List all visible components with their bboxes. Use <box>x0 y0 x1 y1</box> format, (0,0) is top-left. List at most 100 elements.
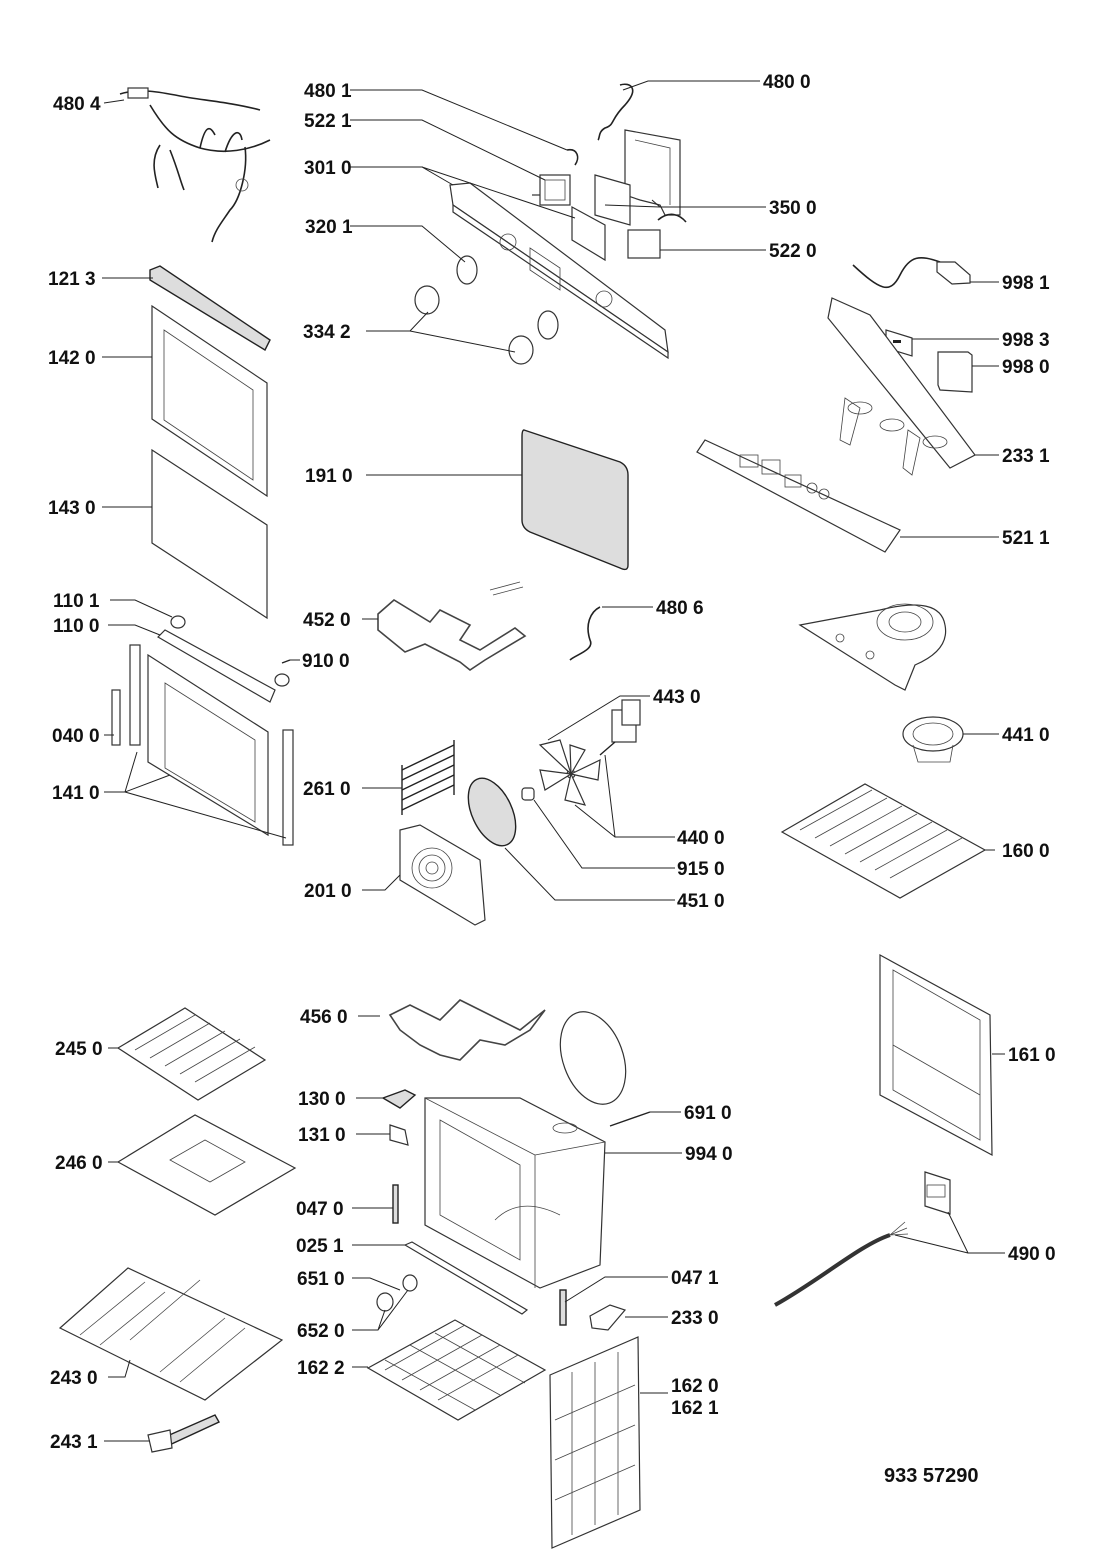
callout-440-0[interactable]: 440 0 <box>677 828 725 849</box>
callout-162-0[interactable]: 162 0 <box>671 1376 719 1397</box>
callout-691-0[interactable]: 691 0 <box>684 1103 732 1124</box>
shelf-grid <box>366 1319 547 1421</box>
callout-245-0[interactable]: 245 0 <box>55 1039 103 1060</box>
front-strip <box>403 1241 529 1315</box>
callout-130-0[interactable]: 130 0 <box>298 1089 346 1110</box>
callout-301-0[interactable]: 301 0 <box>304 158 352 179</box>
callout-131-0[interactable]: 131 0 <box>298 1125 346 1146</box>
inner-door-glass-assembly <box>129 644 294 846</box>
callout-998-3[interactable]: 998 3 <box>1002 330 1050 351</box>
leader-490-0 <box>894 1211 1005 1254</box>
callout-025-1[interactable]: 025 1 <box>296 1236 344 1257</box>
callout-652-0[interactable]: 652 0 <box>297 1321 345 1342</box>
lamp-glass <box>376 1292 394 1312</box>
parts-artwork <box>58 83 993 1549</box>
label-plate-mark <box>893 340 901 343</box>
leader-243-0 <box>108 1359 131 1378</box>
oven-cavity <box>424 1097 606 1289</box>
knobs <box>414 255 559 365</box>
leader-480-0 <box>622 80 760 91</box>
document-reference-number: 933 57290 <box>884 1465 979 1487</box>
callout-161-0[interactable]: 161 0 <box>1008 1045 1056 1066</box>
callout-162-2[interactable]: 162 2 <box>297 1358 345 1379</box>
callout-233-1[interactable]: 233 1 <box>1002 446 1050 467</box>
callout-480-6[interactable]: 480 6 <box>656 598 704 619</box>
cooling-fan <box>902 716 964 763</box>
callout-480-4[interactable]: 480 4 <box>53 94 101 115</box>
callout-320-1[interactable]: 320 1 <box>305 217 353 238</box>
leader-443-0 <box>547 695 650 741</box>
callout-040-0[interactable]: 040 0 <box>52 726 100 747</box>
callout-994-0[interactable]: 994 0 <box>685 1144 733 1165</box>
outer-door-glass <box>151 304 268 498</box>
callout-451-0[interactable]: 451 0 <box>677 891 725 912</box>
leader-652-0 <box>352 1289 409 1331</box>
fan-back-plate <box>559 1011 627 1105</box>
callout-121-3[interactable]: 121 3 <box>48 269 96 290</box>
leader-440-0 <box>574 754 675 838</box>
wire-shelf <box>780 783 987 899</box>
leader-350-0 <box>604 199 766 208</box>
callout-110-0[interactable]: 110 0 <box>53 616 100 637</box>
callout-998-0[interactable]: 998 0 <box>1002 357 1050 378</box>
nut <box>521 787 535 801</box>
callout-915-0[interactable]: 915 0 <box>677 859 725 880</box>
callout-191-0[interactable]: 191 0 <box>305 466 353 487</box>
baking-pan <box>116 1114 297 1216</box>
leader-141-0 <box>104 751 287 839</box>
callout-047-1[interactable]: 047 1 <box>671 1268 719 1289</box>
callout-110-1[interactable]: 110 1 <box>53 591 100 612</box>
callout-452-0[interactable]: 452 0 <box>303 610 351 631</box>
callout-141-0[interactable]: 141 0 <box>52 783 100 804</box>
grill-terminals <box>489 581 524 596</box>
callout-233-0[interactable]: 233 0 <box>671 1308 719 1329</box>
leader-480-1 <box>350 89 568 151</box>
terminal-block-and-cable <box>774 1171 951 1307</box>
callout-456-0[interactable]: 456 0 <box>300 1007 348 1028</box>
door-bottom-profile <box>157 629 276 703</box>
door-catch-right <box>559 1289 567 1326</box>
callout-480-1[interactable]: 480 1 <box>304 81 352 102</box>
callout-047-0[interactable]: 047 0 <box>296 1199 344 1220</box>
callout-651-0[interactable]: 651 0 <box>297 1269 345 1290</box>
callout-162-1[interactable]: 162 1 <box>671 1398 719 1419</box>
selector-switch-right <box>627 213 687 259</box>
callout-998-1[interactable]: 998 1 <box>1002 273 1050 294</box>
callout-443-0[interactable]: 443 0 <box>653 687 701 708</box>
door-gasket <box>521 429 629 571</box>
selector-switch-left <box>532 174 571 206</box>
power-cable-with-plug <box>852 256 971 289</box>
callout-480-0[interactable]: 480 0 <box>763 72 811 93</box>
door-hinge <box>111 689 121 746</box>
fan-blade <box>538 739 601 806</box>
callout-201-0[interactable]: 201 0 <box>304 881 352 902</box>
basket-handle <box>147 1414 220 1453</box>
callout-261-0[interactable]: 261 0 <box>303 779 351 800</box>
callout-246-0[interactable]: 246 0 <box>55 1153 103 1174</box>
dish-basket <box>58 1267 284 1401</box>
callout-522-1[interactable]: 522 1 <box>304 111 352 132</box>
callout-243-1[interactable]: 243 1 <box>50 1432 98 1453</box>
callout-441-0[interactable]: 441 0 <box>1002 725 1050 746</box>
callout-490-0[interactable]: 490 0 <box>1008 1244 1056 1265</box>
callout-243-0[interactable]: 243 0 <box>50 1368 98 1389</box>
callout-334-2[interactable]: 334 2 <box>303 322 351 343</box>
circular-element <box>467 777 517 847</box>
support-bracket <box>589 1304 627 1331</box>
fan-housing-cover <box>798 603 947 691</box>
fan-cover <box>399 824 486 926</box>
callout-350-0[interactable]: 350 0 <box>769 198 817 219</box>
fan-motor <box>599 699 641 756</box>
leader-110-1 <box>110 599 173 618</box>
callout-142-0[interactable]: 142 0 <box>48 348 96 369</box>
leader-334-2 <box>366 311 516 353</box>
callout-521-1[interactable]: 521 1 <box>1002 528 1050 549</box>
callout-143-0[interactable]: 143 0 <box>48 498 96 519</box>
screw <box>281 659 291 664</box>
callout-160-0[interactable]: 160 0 <box>1002 841 1050 862</box>
callout-910-0[interactable]: 910 0 <box>302 651 350 672</box>
electronic-board <box>696 439 901 553</box>
callout-522-0[interactable]: 522 0 <box>769 241 817 262</box>
documentation-pack <box>937 351 973 393</box>
